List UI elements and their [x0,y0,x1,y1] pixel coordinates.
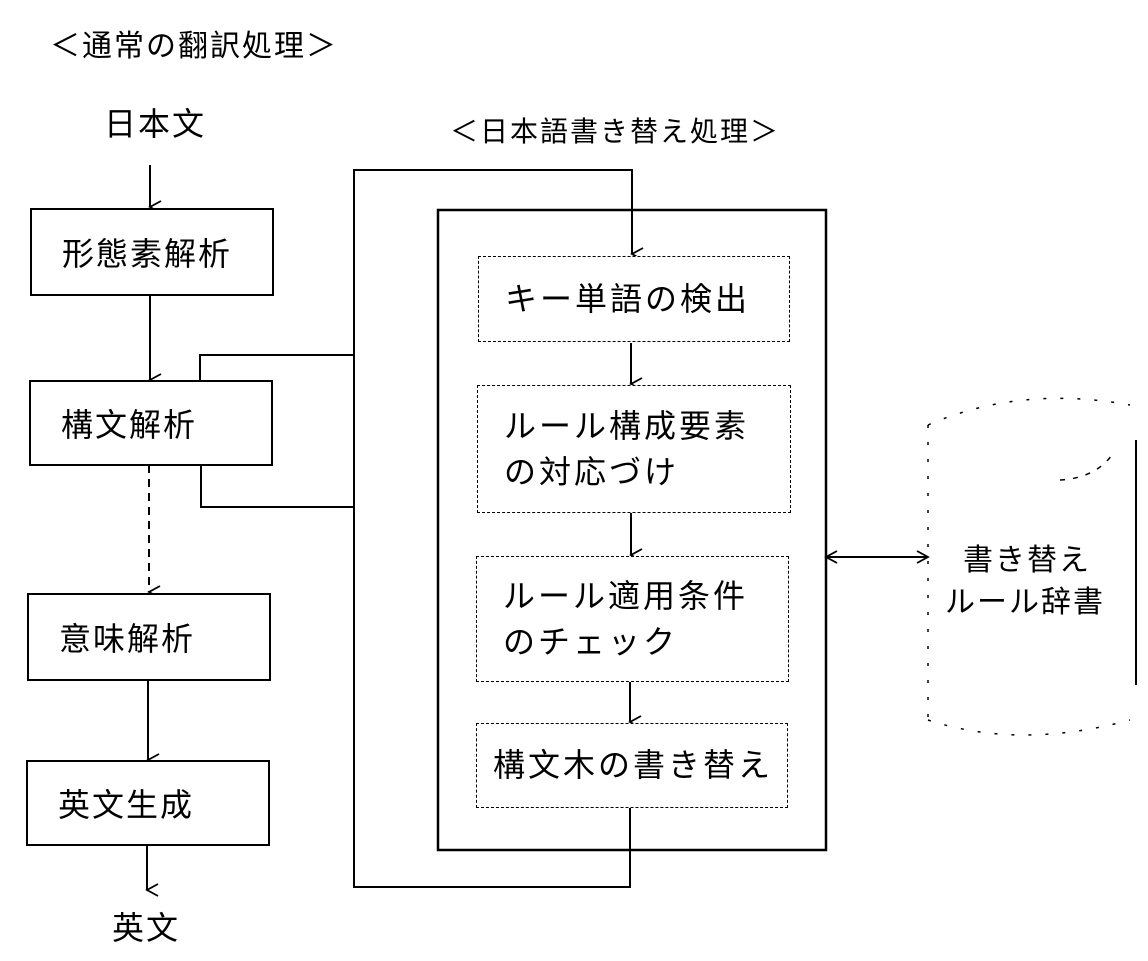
rewrite-rule-dictionary: 書き替え ルール辞書 [945,540,1105,624]
step-label-line: 構文木の書き替え [493,746,774,785]
dictionary-label-line: ルール辞書 [945,585,1105,620]
step-label-line: の対応づけ [504,453,680,491]
step-label-line: ルール構成要素 [504,406,750,445]
step-syntax-analysis: 構文解析 [29,380,273,466]
rewrite-step-condition-check: ルール適用条件 のチェック [476,556,789,682]
step-label: 英文生成 [58,786,195,824]
rewrite-module-frame [436,208,828,852]
step-english-generation: 英文生成 [26,760,270,846]
output-label: 英文 [112,909,181,947]
path-rewrite-to-semantic [198,354,631,888]
rewrite-step-tree-rewrite: 構文木の書き替え [476,723,788,808]
step-morphological-analysis: 形態素解析 [30,208,274,296]
step-label-line: のチェック [503,623,679,661]
path-syntax-to-keyword [200,169,644,508]
dictionary-drum-outline [927,397,1131,736]
rewrite-step-rule-mapping: ルール構成要素 の対応づけ [477,385,791,513]
step-label: 構文解析 [61,406,198,444]
dictionary-label-line: 書き替え [963,543,1091,578]
normal-process-title: ＜通常の翻訳処理＞ [50,29,338,64]
step-label: 形態素解析 [62,235,233,273]
step-semantic-analysis: 意味解析 [27,593,271,681]
step-label-line: キー単語の検出 [505,279,751,318]
rewrite-process-title: ＜日本語書き替え処理＞ [450,115,781,148]
rewrite-step-keyword-detection: キー単語の検出 [478,256,790,342]
step-label-line: ルール適用条件 [503,576,749,615]
input-label: 日本文 [104,105,207,143]
step-label: 意味解析 [59,620,196,658]
